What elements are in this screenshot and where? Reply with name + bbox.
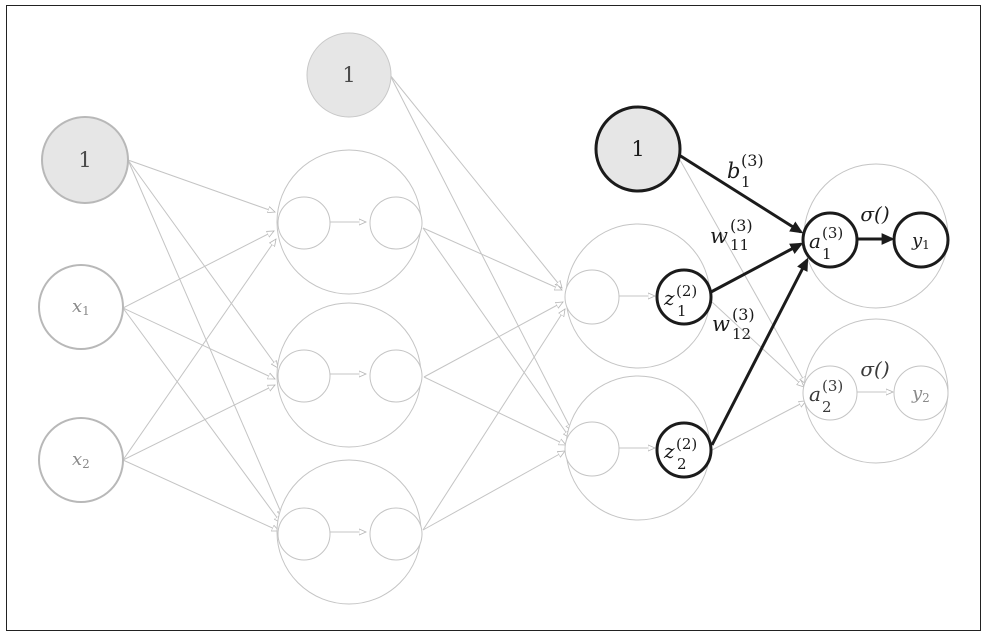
neuron-z1 [655, 268, 713, 326]
output-neuron-a2 [802, 365, 858, 421]
weight-w11-label-sup: (3) [730, 216, 753, 235]
layer2-neuron-a [564, 421, 620, 477]
layer1-neuron-a [277, 349, 331, 403]
neuron-a2-label-sub: 2 [822, 398, 832, 416]
input-node-x2 [38, 417, 124, 503]
bias-layer2-label: 1 [631, 137, 644, 161]
figure-frame [6, 5, 981, 631]
neuron-a1-label-base: a [809, 229, 821, 253]
weight-arrow-w12 [710, 257, 809, 446]
weight-b1-label-sub: 1 [741, 173, 751, 191]
bias-input-label: 1 [78, 148, 91, 172]
weight-b1-label-base: b [727, 159, 740, 183]
bias-node-layer1 [306, 32, 392, 118]
neuron-y1-label: y1 [911, 230, 930, 252]
connections-input-to-layer1 [122, 159, 283, 532]
bias-node-input [41, 116, 129, 204]
activation-sigma-top: σ() [860, 202, 889, 226]
neuron-z1-label-sup: (2) [676, 282, 697, 300]
weight-w12-label-sub: 12 [732, 325, 751, 343]
input-x1-label: x1 [72, 296, 90, 318]
neuron-a1-label-sub: 1 [822, 245, 832, 263]
neuron-a1 [801, 211, 859, 269]
weight-w12-label-base: w [712, 312, 730, 336]
weight-arrow-w11 [710, 242, 804, 294]
bias-layer1-label: 1 [342, 63, 355, 87]
neuron-y2-label: y2 [911, 383, 930, 405]
layer1-neuron-a [277, 196, 331, 250]
hidden-layer-1 [276, 149, 423, 605]
hidden-layer-2 [564, 223, 711, 521]
connections-layer1-to-layer2 [389, 74, 572, 531]
layer1-neuron-z [369, 349, 423, 403]
neuron-z2-label-base: z [663, 439, 675, 463]
neuron-z1-label-base: z [663, 286, 675, 310]
layer1-neuron-a [277, 507, 331, 561]
bias-node-layer2 [594, 105, 682, 193]
neuron-y1 [892, 211, 950, 269]
neuron-z2-label-sub: 2 [677, 455, 687, 473]
neuron-a2-label-sup: (3) [822, 377, 843, 395]
layer1-neuron-z [369, 507, 423, 561]
activation-sigma-bottom: σ() [860, 357, 889, 381]
input-node-x1 [38, 264, 124, 350]
weight-arrow-b1 [678, 153, 804, 234]
weight-w11-label-base: w [710, 224, 728, 248]
weight-b1-label-sup: (3) [741, 151, 764, 170]
highlighted-connections [678, 153, 895, 446]
weight-w12-label-sup: (3) [732, 305, 755, 324]
neuron-z2-label-sup: (2) [676, 435, 697, 453]
neuron-z1-label-sub: 1 [677, 302, 687, 320]
neuron-z2 [655, 421, 713, 479]
output-layer [802, 163, 949, 464]
neuron-a2-label-base: a [809, 382, 821, 406]
neuron-a1-label-sup: (3) [822, 224, 843, 242]
input-x2-label: x2 [72, 449, 90, 471]
layer2-neuron-a [564, 269, 620, 325]
output-neuron-y2 [893, 365, 949, 421]
weight-w11-label-sub: 11 [730, 236, 749, 254]
layer1-neuron-z [369, 196, 423, 250]
connections-layer2-to-output [679, 159, 806, 451]
